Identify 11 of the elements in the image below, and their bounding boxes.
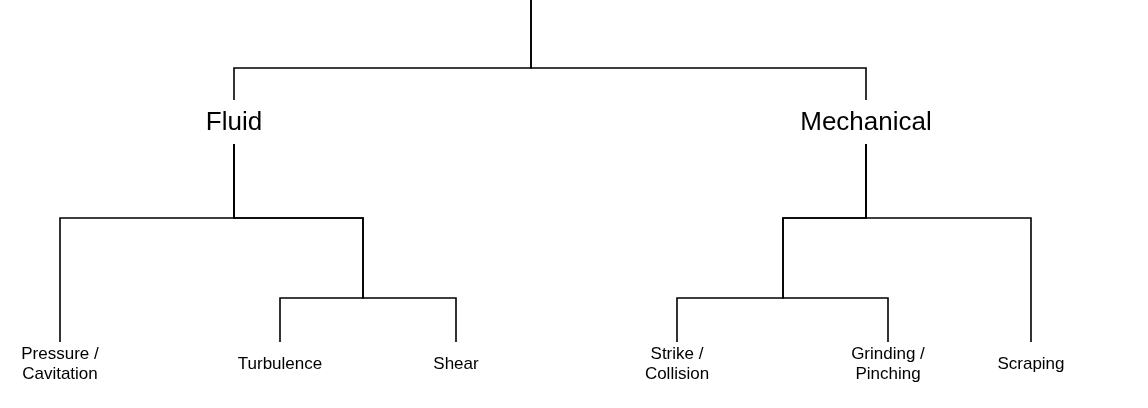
category-label: Strike / Collision bbox=[643, 343, 711, 385]
connector-line bbox=[865, 143, 1032, 343]
category-label: Turbulence bbox=[237, 353, 323, 375]
category-label: Mechanical bbox=[800, 106, 932, 138]
category-label: Scraping bbox=[997, 353, 1065, 375]
connector-line bbox=[530, 0, 867, 101]
category-label: Grinding / Pinching bbox=[850, 343, 926, 385]
connector-line bbox=[233, 143, 457, 343]
category-label: Shear bbox=[433, 353, 479, 375]
category-label: Fluid bbox=[205, 106, 263, 138]
category-label: Pressure / Cavitation bbox=[20, 343, 100, 385]
